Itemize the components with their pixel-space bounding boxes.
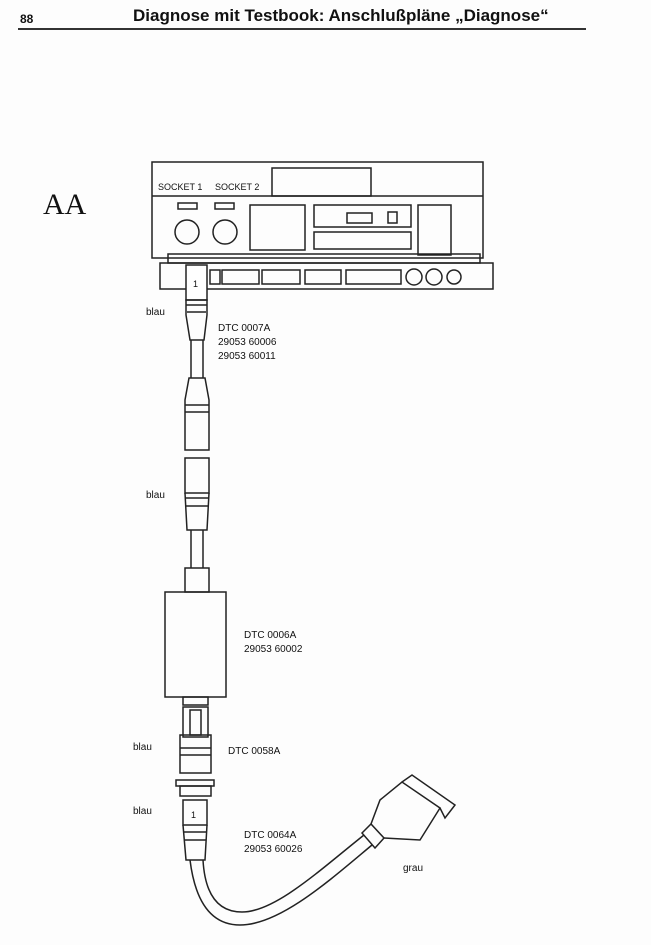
color-label: grau [403, 863, 424, 874]
page-number: 88 [20, 12, 34, 26]
dtc0064a-label: DTC 0064A 29053 60026 [244, 829, 302, 857]
testbook-device: SOCKET 1 SOCKET 2 [151, 161, 494, 290]
dtc0058a-label: DTC 0058A [228, 746, 281, 757]
interface-box-dtc0006a [164, 591, 227, 706]
cable-dtc0007a: 1 [184, 264, 210, 593]
page-title: Diagnose mit Testbook: Anschlußpläne „Di… [133, 6, 549, 25]
plug-number: 1 [193, 279, 198, 289]
color-label: blau [146, 307, 165, 318]
color-label: blau [133, 742, 152, 753]
header-rule [18, 28, 586, 30]
part-number: 29053 60006 [218, 337, 277, 348]
part-number: 29053 60026 [244, 844, 303, 855]
color-label: blau [146, 490, 165, 501]
part-code: DTC 0006A [244, 630, 297, 641]
part-number: 29053 60002 [244, 644, 303, 655]
part-number: 29053 60011 [218, 351, 276, 362]
dtc0006a-label: DTC 0006A 29053 60002 [244, 629, 302, 657]
color-label: blau [133, 806, 152, 817]
plug-number: 1 [191, 810, 196, 820]
cable-dtc0064a: 1 [182, 774, 457, 926]
part-code: DTC 0064A [244, 830, 297, 841]
socket2-label: SOCKET 2 [215, 182, 259, 192]
socket1-label: SOCKET 1 [158, 182, 202, 192]
socket2[interactable] [212, 219, 238, 245]
part-code: DTC 0007A [218, 323, 271, 334]
adapter-dtc0058a [175, 706, 215, 797]
socket1[interactable] [174, 219, 200, 245]
dtc0007a-label: DTC 0007A 29053 60006 29053 60011 [218, 322, 276, 364]
figure-label: AA [43, 188, 87, 221]
